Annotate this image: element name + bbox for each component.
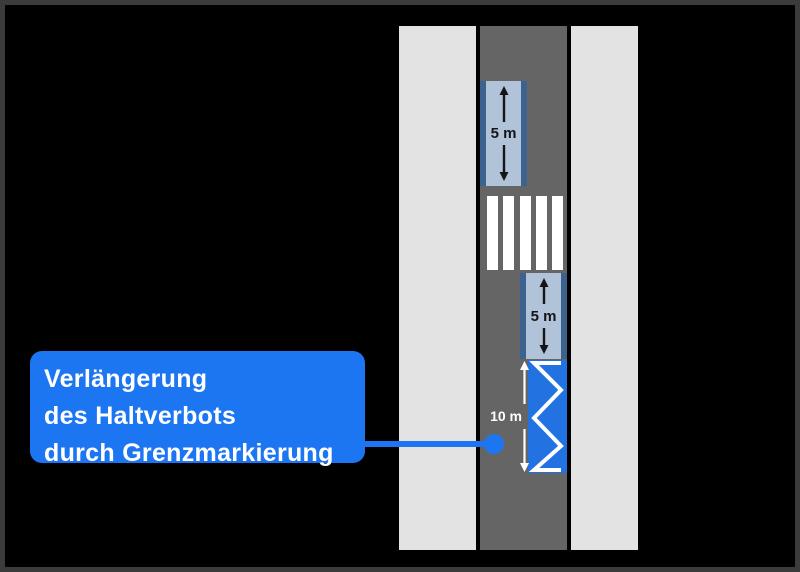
crosswalk-stripe (503, 196, 515, 270)
sidewalk-right (571, 26, 638, 550)
zone-length-label: 5 m (490, 125, 517, 142)
zone-length-label: 5 m (530, 307, 557, 325)
boundary-marking-zone (528, 360, 567, 473)
callout-text-line: des Haltverbots (44, 402, 237, 430)
callout-box: Verlängerung des Haltverbots durch Grenz… (30, 351, 365, 467)
crosswalk-stripe (552, 196, 563, 270)
arrow-down-icon (499, 145, 508, 181)
measure-arrow-10m (518, 360, 531, 473)
arrow-up-icon (539, 278, 548, 304)
crosswalk-stripe (535, 196, 547, 270)
callout-text-line: Verlängerung (44, 365, 208, 393)
no-stopping-zone-lower: 5 m (520, 273, 567, 359)
callout-connector-line (365, 441, 494, 447)
crosswalk-stripe (519, 196, 531, 270)
boundary-length-label: 10 m (490, 408, 522, 424)
callout-connector-dot (484, 434, 504, 454)
sidewalk-left (399, 26, 476, 550)
double-arrow-vertical-icon (520, 361, 529, 472)
arrow-down-icon (539, 328, 548, 354)
no-stopping-zone-upper: 5 m (480, 81, 527, 186)
crosswalk-stripe (487, 196, 498, 270)
arrow-up-icon (499, 86, 508, 122)
zigzag-marking-icon (528, 361, 564, 472)
callout-text-line: durch Grenzmarkierung (44, 439, 334, 467)
crosswalk (487, 196, 563, 270)
